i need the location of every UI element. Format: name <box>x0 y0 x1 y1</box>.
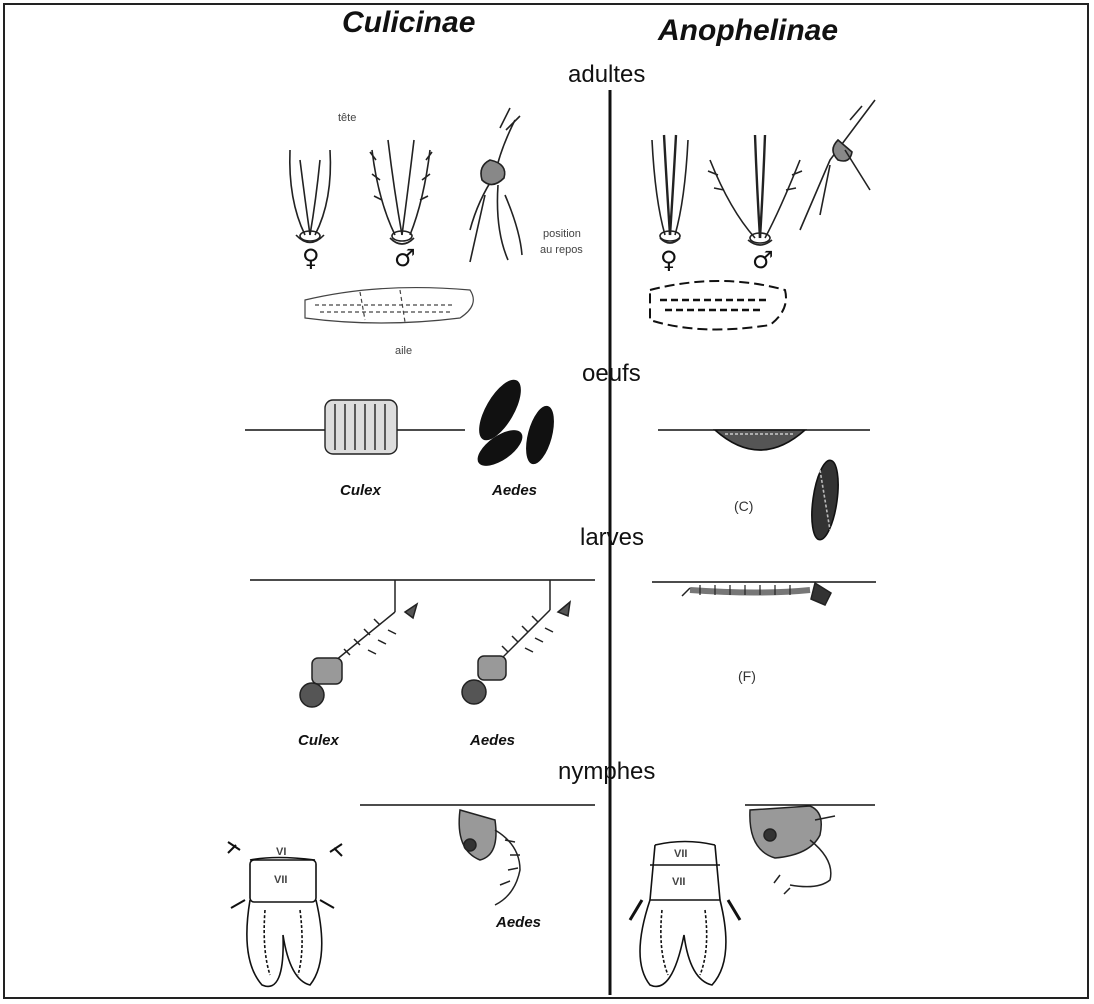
egg-label-anophelinae-code: (C) <box>734 498 753 514</box>
anophelinae-male-symbol: ♂ <box>752 246 774 274</box>
stage-label-adults: adultes <box>568 61 645 89</box>
anophelinae-pupa-drawing <box>750 806 835 894</box>
stage-label-pupae: nymphes <box>558 758 655 786</box>
label-rest-position-line2: au repos <box>540 244 583 256</box>
culex-egg-raft-drawing <box>325 400 397 454</box>
culicinae-male-symbol: ♂ <box>394 244 416 272</box>
label-rest-position-line1: position <box>543 228 581 240</box>
anophelinae-egg-drawing <box>715 430 805 450</box>
anophelinae-segment-viii-label: VII <box>672 876 685 888</box>
culicinae-segment-vi-label: VI <box>276 846 286 858</box>
stage-label-larvae: larves <box>580 524 644 552</box>
anophelinae-segment-vii-label: VII <box>674 848 687 860</box>
culex-larva-drawing <box>300 580 417 707</box>
culicinae-wing-drawing <box>305 288 473 323</box>
aedes-eggs-drawing <box>471 374 559 473</box>
larva-label-culex: Culex <box>298 732 339 749</box>
label-wing: aile <box>395 345 412 357</box>
larva-label-aedes: Aedes <box>470 732 515 749</box>
pupa-label-aedes: Aedes <box>496 914 541 931</box>
egg-label-culex: Culex <box>340 482 381 499</box>
stage-label-eggs: oeufs <box>582 360 641 388</box>
label-head: tête <box>338 112 356 124</box>
column-heading-anophelinae: Anophelinae <box>658 14 838 48</box>
culicinae-male-head-drawing <box>370 140 432 244</box>
column-heading-culicinae: Culicinae <box>342 6 475 40</box>
culicinae-pupa-segments-drawing <box>228 842 342 986</box>
anophelinae-wing-drawing <box>650 281 786 329</box>
larva-label-anophelinae-code: (F) <box>738 668 756 684</box>
egg-label-aedes: Aedes <box>492 482 537 499</box>
culicinae-rest-position-drawing <box>470 108 522 262</box>
anophelinae-female-symbol: ♀ <box>660 246 678 274</box>
anophelinae-larva-drawing <box>682 583 831 605</box>
aedes-larva-drawing <box>462 580 570 704</box>
anophelinae-male-head-drawing <box>708 135 802 245</box>
culicinae-segment-vii-label: VII <box>274 874 287 886</box>
anophelinae-egg-top-view-drawing <box>808 459 843 542</box>
anophelinae-pupa-segments-drawing <box>630 842 740 987</box>
anophelinae-rest-position-drawing <box>800 100 875 230</box>
aedes-pupa-drawing <box>459 810 520 905</box>
anophelinae-female-head-drawing <box>652 135 688 243</box>
culicinae-female-symbol: ♀ <box>302 244 320 272</box>
culicinae-female-head-drawing <box>290 150 331 243</box>
